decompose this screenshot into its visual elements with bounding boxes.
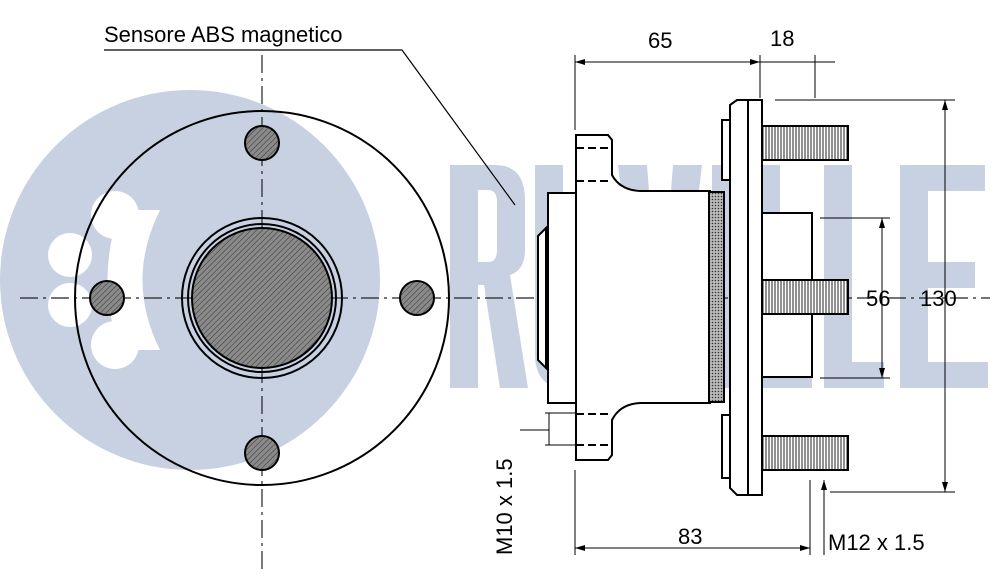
side-view <box>537 99 849 496</box>
dimension-130: 130 <box>920 286 957 311</box>
dimension-lines <box>520 55 955 555</box>
thread-m10-label: M10 x 1.5 <box>492 458 517 555</box>
dimension-18: 18 <box>770 26 794 51</box>
sensor-label: Sensore ABS magnetico <box>104 22 342 47</box>
sensor-leader <box>104 49 516 206</box>
stud-hole <box>244 435 280 471</box>
stud-hole <box>244 125 280 161</box>
wheel-stud <box>761 435 849 471</box>
front-view <box>74 110 450 486</box>
wheel-stud <box>761 125 849 161</box>
dimension-83: 83 <box>678 524 702 549</box>
thread-m12-label: M12 x 1.5 <box>828 530 925 555</box>
dimension-arrows <box>575 59 948 551</box>
dimension-56: 56 <box>866 286 890 311</box>
stud-hole <box>89 280 125 316</box>
dimension-65: 65 <box>648 28 672 53</box>
wheel-stud <box>761 279 849 315</box>
stud-hole <box>399 280 435 316</box>
abs-magnetic-ring <box>708 191 725 403</box>
